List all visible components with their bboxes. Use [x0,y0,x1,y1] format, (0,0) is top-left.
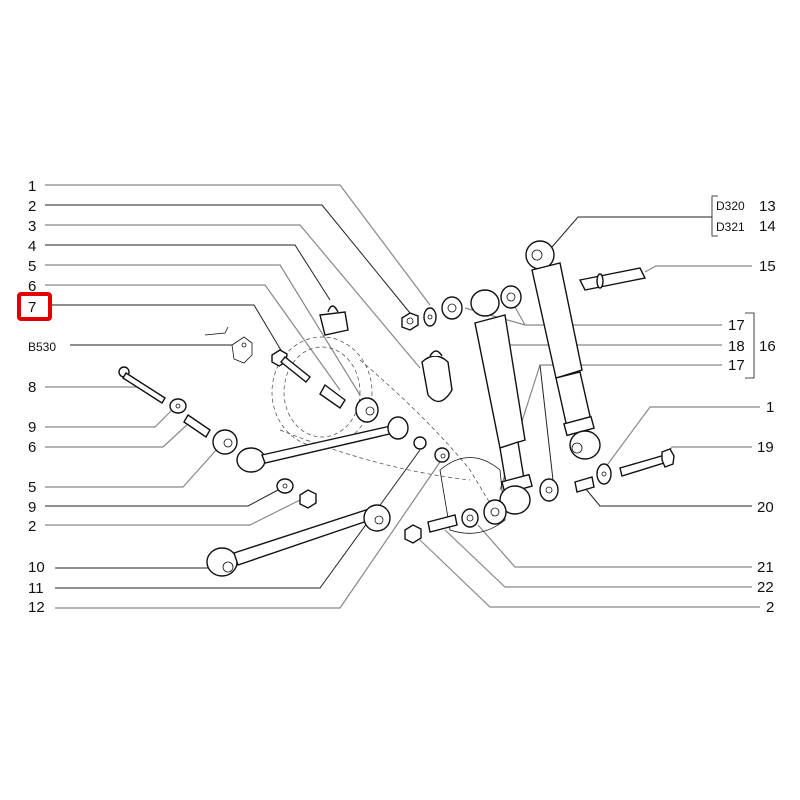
bracket-13-14 [711,195,718,237]
upper-rod [236,416,409,473]
callout-21[interactable]: 21 [757,559,774,576]
right-callouts: D320 13 D321 14 15 17 18 17 16 1 19 20 2… [419,195,776,616]
callout-5[interactable]: 5 [28,258,36,275]
ref-d321[interactable]: D321 [716,220,745,234]
callout-2c[interactable]: 2 [766,599,774,616]
parts [118,240,675,577]
callout-1[interactable]: 1 [28,178,36,195]
left-bolt-stack [118,366,238,455]
callout-6[interactable]: 6 [28,278,36,295]
callout-11[interactable]: 11 [28,580,44,597]
top-bushings [441,285,522,320]
bushing-17 [539,478,559,502]
callout-20[interactable]: 20 [757,499,774,516]
callout-2[interactable]: 2 [28,198,36,215]
callout-13[interactable]: 13 [759,198,776,215]
callout-17b[interactable]: 17 [728,357,745,374]
nut-washer-top [401,307,437,331]
callout-12[interactable]: 12 [28,599,45,616]
b530-bracket [204,326,253,364]
callout-14[interactable]: 14 [759,218,776,235]
ref-d320[interactable]: D320 [716,199,745,213]
callout-19[interactable]: 19 [757,439,774,456]
clip-and-nut [413,436,450,463]
left-callouts: 1 2 3 4 5 6 7 B530 8 9 6 5 9 2 10 11 12 [17,178,56,616]
callout-22[interactable]: 22 [757,579,774,596]
callout-1b[interactable]: 1 [766,399,774,416]
callout-16[interactable]: 16 [759,338,776,355]
bracket-16 [745,312,755,379]
lower-rod-10 [206,504,391,577]
callout-9b[interactable]: 9 [28,499,36,516]
callout-b530[interactable]: B530 [28,340,56,354]
callout-10[interactable]: 10 [28,559,45,576]
bolt-7 [271,349,311,383]
callout-6b[interactable]: 6 [28,439,36,456]
pin-15 [578,267,647,291]
callout-7[interactable]: 7 [28,299,36,316]
callout-2b[interactable]: 2 [28,518,36,535]
highlight-box [17,292,52,321]
callout-4[interactable]: 4 [28,238,36,255]
callout-3[interactable]: 3 [28,218,36,235]
callout-5b[interactable]: 5 [28,479,36,496]
bolt-washer-spacer-right [574,448,675,493]
callout-9a[interactable]: 9 [28,419,36,436]
shock-absorber-rear [525,240,601,460]
left-leader-lines [45,184,441,609]
spacer-bushing-upper [319,383,379,423]
shock-absorber-front [474,314,533,525]
callout-8[interactable]: 8 [28,379,36,396]
bump-stop-3 [421,350,453,403]
lower-nut-spacer-washer [404,508,479,544]
bump-stop-4 [319,305,349,336]
middle-washer-nut [276,478,317,509]
callout-17a[interactable]: 17 [728,317,745,334]
callout-18[interactable]: 18 [728,338,745,355]
callout-15[interactable]: 15 [759,258,776,275]
